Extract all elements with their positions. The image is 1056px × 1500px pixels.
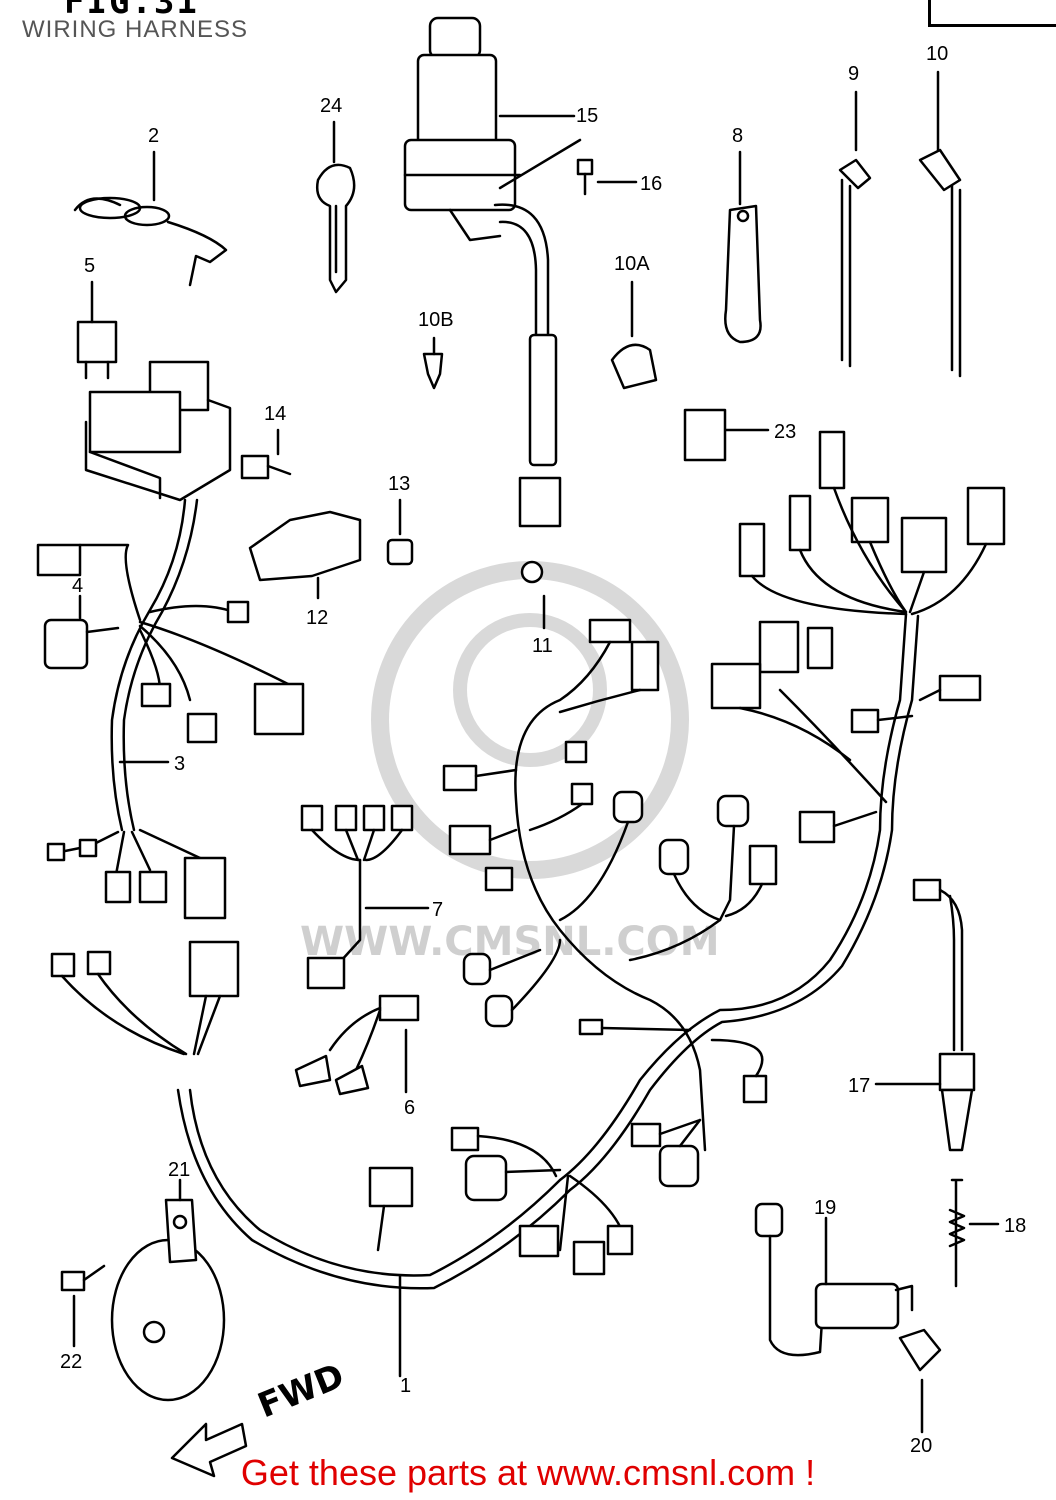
- callout-12: 12: [306, 607, 328, 629]
- part-14-bolt: [240, 454, 292, 480]
- corner-box: [928, 0, 1056, 27]
- callout-10a: 10A: [614, 253, 650, 275]
- callout-9: 9: [848, 63, 859, 85]
- part-24-key: [316, 163, 356, 294]
- callout-1: 1: [400, 1375, 411, 1397]
- part-7-harness: [300, 804, 414, 990]
- part-10-tie: [918, 148, 962, 378]
- center-harness: [442, 618, 778, 1188]
- callout-20: 20: [910, 1435, 932, 1457]
- part-3-harness: [36, 498, 305, 920]
- callout-22: 22: [60, 1351, 82, 1373]
- part-9-tie: [838, 158, 872, 368]
- part-21-horn: [110, 1198, 226, 1402]
- watermark: WWW.CMSNL.COM: [300, 561, 720, 965]
- callout-18: 18: [1004, 1215, 1026, 1237]
- callout-7: 7: [432, 899, 443, 921]
- callout-16: 16: [640, 173, 662, 195]
- part-5-fuse: [76, 320, 118, 380]
- figure-subtitle: WIRING HARNESS: [22, 16, 249, 43]
- callout-labels: 1 2 3 4 5 6 7 8 9 10 10A 10B 11 12 13 14…: [60, 43, 1026, 1457]
- part-23-connector: [683, 408, 727, 462]
- callout-2: 2: [148, 125, 159, 147]
- lower-center-connectors: [368, 1126, 634, 1276]
- part-13-nut: [386, 538, 414, 566]
- leader-lines: [72, 70, 1000, 1434]
- part-20-bolt: [898, 1328, 942, 1372]
- callout-8: 8: [732, 125, 743, 147]
- part-10a-clip: [610, 343, 658, 390]
- callout-17: 17: [848, 1075, 870, 1097]
- figure-title: FIG.31: [64, 0, 199, 22]
- part-17-sensor: [912, 878, 976, 1152]
- callout-24: 24: [320, 95, 342, 117]
- part-6-connector: [294, 994, 420, 1096]
- callout-14: 14: [264, 403, 286, 425]
- callout-19: 19: [814, 1197, 836, 1219]
- callout-10: 10: [926, 43, 948, 65]
- part-2-clip: [73, 196, 228, 287]
- callout-4: 4: [72, 575, 83, 597]
- fwd-arrow: [170, 1422, 248, 1478]
- part-11-screw: [520, 560, 544, 584]
- watermark-text: WWW.CMSNL.COM: [300, 919, 720, 965]
- part-19-switch: [754, 1202, 914, 1357]
- fwd-label: FWD: [252, 1356, 349, 1426]
- relay-box: [84, 360, 232, 502]
- part-12-bracket: [248, 510, 362, 582]
- right-harness: [176, 430, 1006, 1290]
- callout-6: 6: [404, 1097, 415, 1119]
- cta-link[interactable]: Get these parts at www.cmsnl.com !: [240, 1452, 816, 1493]
- part-22-bolt: [60, 1264, 106, 1292]
- callout-15: 15: [576, 105, 598, 127]
- part-15-ignition-switch: [403, 16, 562, 528]
- callout-23: 23: [774, 421, 796, 443]
- callout-21: 21: [168, 1159, 190, 1181]
- part-10b-clip: [422, 352, 444, 390]
- lower-left-connectors: [50, 940, 240, 1056]
- callout-3: 3: [174, 753, 185, 775]
- part-8-band: [724, 204, 762, 344]
- part-18-spring: [948, 1178, 966, 1288]
- part-16-screw: [576, 158, 594, 196]
- callout-5: 5: [84, 255, 95, 277]
- callout-10b: 10B: [418, 309, 454, 331]
- callout-13: 13: [388, 473, 410, 495]
- callout-11: 11: [532, 635, 553, 657]
